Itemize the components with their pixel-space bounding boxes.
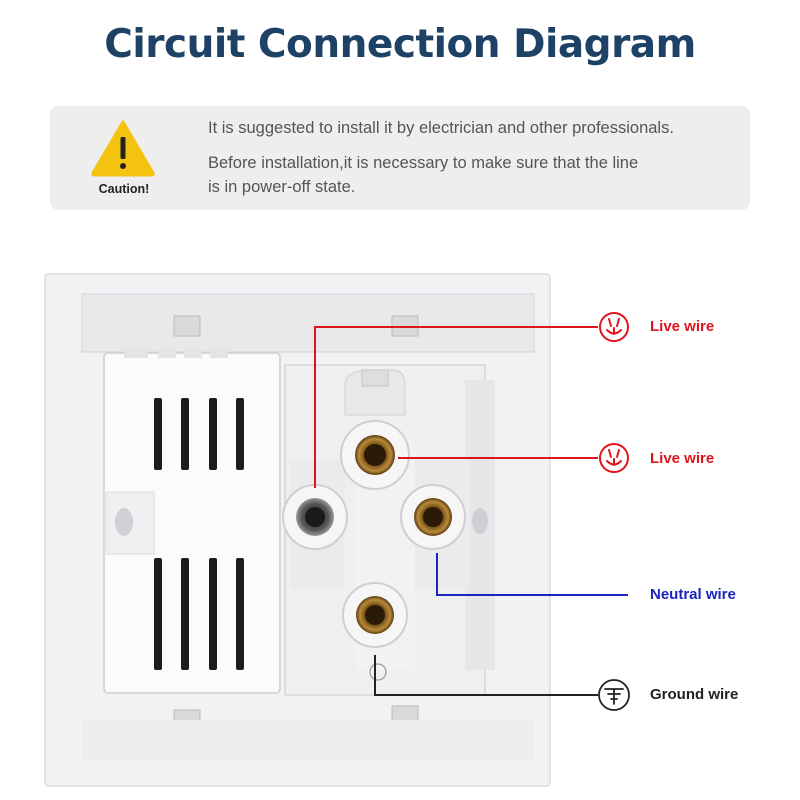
ground-wire-icon <box>598 679 630 711</box>
caution-text-line: Before installation,it is necessary to m… <box>208 154 639 172</box>
wire-label-ground: Ground wire <box>650 686 739 703</box>
page-title: Circuit Connection Diagram <box>104 22 696 67</box>
neutral-wire-connector <box>436 553 628 596</box>
caution-text-line: is in power-off state. <box>208 178 356 196</box>
usb-module <box>103 348 281 694</box>
caution-text-line: It is suggested to install it by electri… <box>208 119 674 137</box>
live-wire-connector <box>314 326 598 488</box>
live-wire-icon <box>599 312 629 342</box>
caution-label: Caution! <box>98 182 150 196</box>
warning-icon <box>91 120 155 177</box>
terminal-left <box>282 484 348 550</box>
wire-label-live-2: Live wire <box>650 450 715 467</box>
ground-wire-connector <box>374 655 598 696</box>
terminal-bottom <box>342 582 408 681</box>
caution-box: Caution! It is suggested to install it b… <box>50 106 750 210</box>
live-wire-icon <box>599 443 629 473</box>
terminal-right <box>400 484 466 550</box>
terminal-live-top <box>340 420 410 490</box>
wire-label-live-1: Live wire <box>650 318 715 335</box>
wire-label-neutral: Neutral wire <box>650 586 736 603</box>
